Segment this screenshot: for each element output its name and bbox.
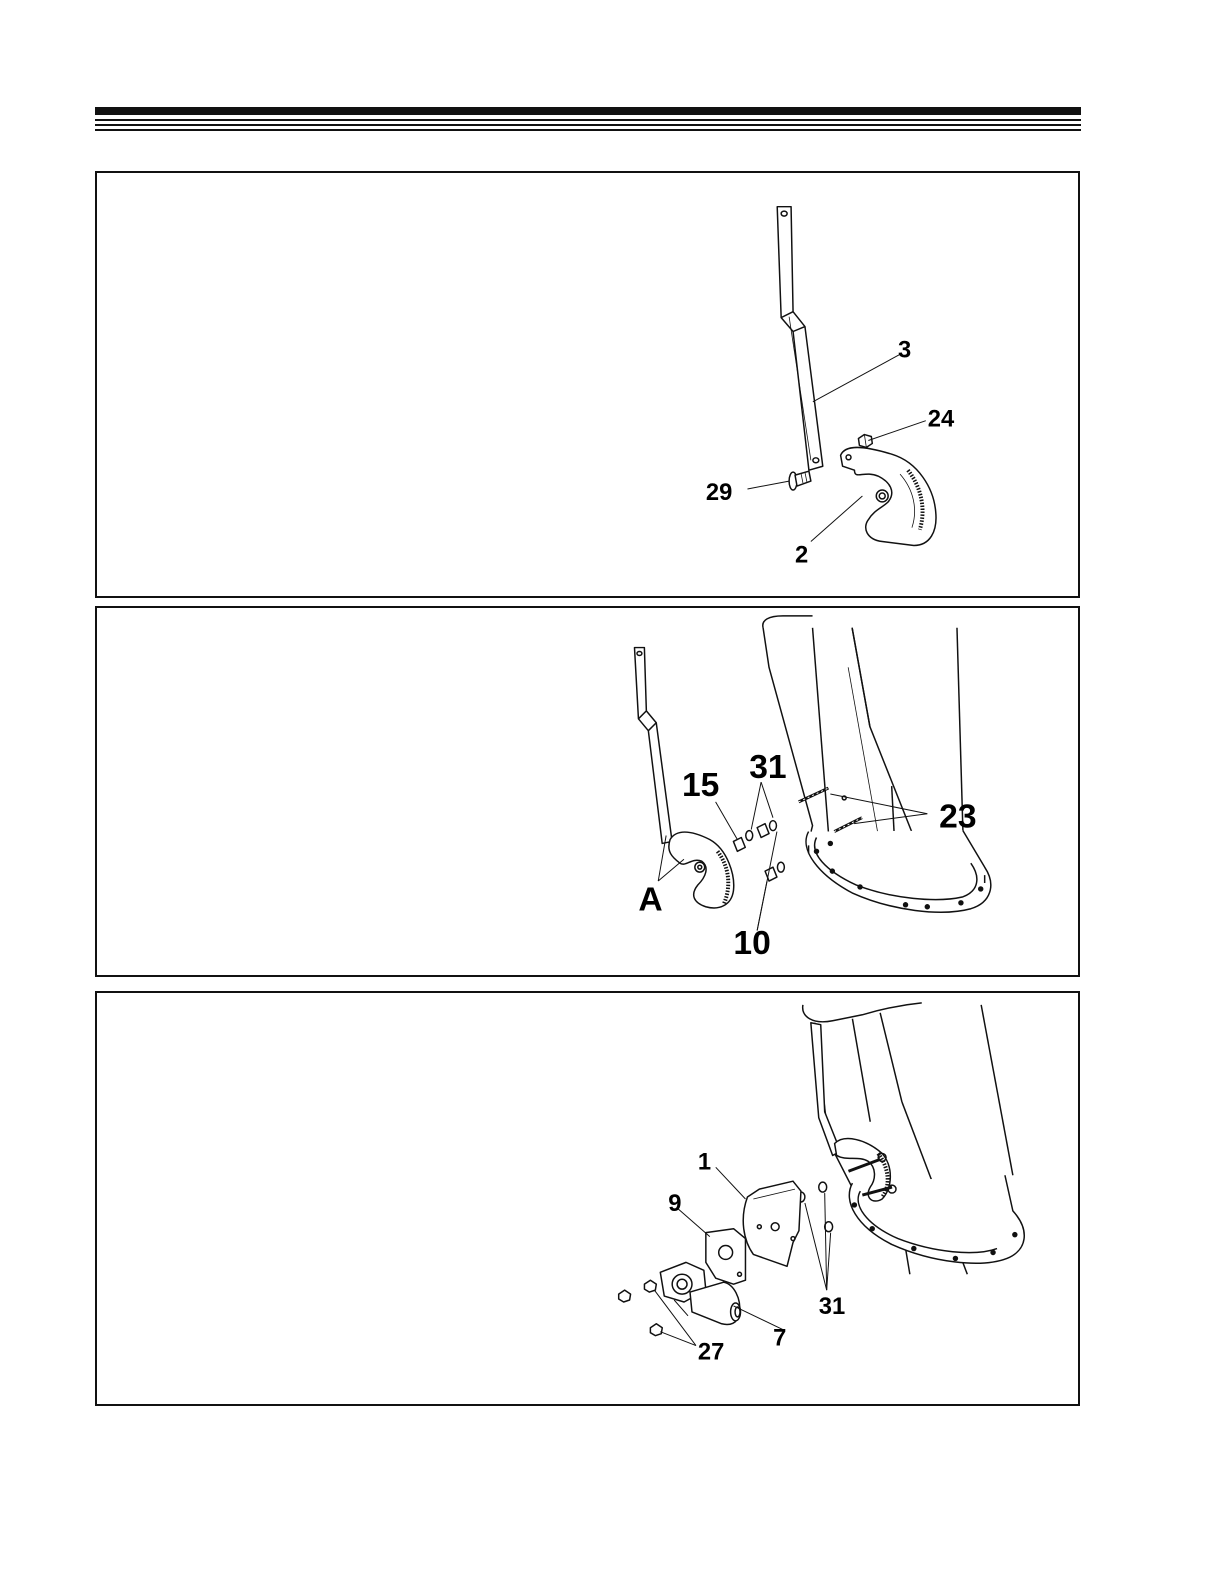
callout-A: A xyxy=(638,882,662,919)
header-rule-thin-1 xyxy=(95,119,1081,121)
bracket-part xyxy=(706,1229,746,1284)
nut-parts xyxy=(619,1280,663,1335)
nut-part xyxy=(858,435,872,448)
figure-panel-2: 15 31 23 A 10 xyxy=(95,606,1080,977)
callout-31: 31 xyxy=(749,749,786,786)
callout-23: 23 xyxy=(939,799,976,836)
figure-2-drawing: 15 31 23 A 10 xyxy=(97,608,1078,975)
callout-10: 10 xyxy=(733,925,770,962)
figure-panel-3: 1 9 31 27 7 xyxy=(95,991,1080,1406)
header-rule-thin-3 xyxy=(95,129,1081,131)
bolt-part xyxy=(789,471,811,490)
washer-parts xyxy=(797,1182,833,1232)
header-rule-thin-2 xyxy=(95,124,1081,126)
callout-9: 9 xyxy=(668,1190,681,1217)
callout-3: 3 xyxy=(898,336,911,363)
mount-plate-part xyxy=(743,1181,801,1266)
callout-27: 27 xyxy=(698,1338,724,1365)
hardware-parts xyxy=(733,821,784,881)
callout-29: 29 xyxy=(706,479,732,506)
callout-7: 7 xyxy=(773,1325,786,1352)
figure-panel-1: 3 24 29 2 xyxy=(95,171,1080,598)
arm-part xyxy=(777,207,823,471)
figure-1-drawing: 3 24 29 2 xyxy=(97,173,1078,596)
callout-2: 2 xyxy=(795,541,808,568)
arm-gear-assembly xyxy=(811,1023,896,1201)
callout-31: 31 xyxy=(819,1293,845,1320)
figure-3-drawing: 1 9 31 27 7 xyxy=(97,993,1078,1404)
callout-1: 1 xyxy=(698,1148,711,1175)
arm-part xyxy=(634,648,672,844)
gear-plate-part xyxy=(841,447,936,545)
callout-15: 15 xyxy=(682,767,719,804)
chute-part xyxy=(763,616,991,912)
callout-24: 24 xyxy=(928,406,955,433)
header-rule-thick xyxy=(95,107,1081,115)
gear-plate-part xyxy=(669,832,734,908)
